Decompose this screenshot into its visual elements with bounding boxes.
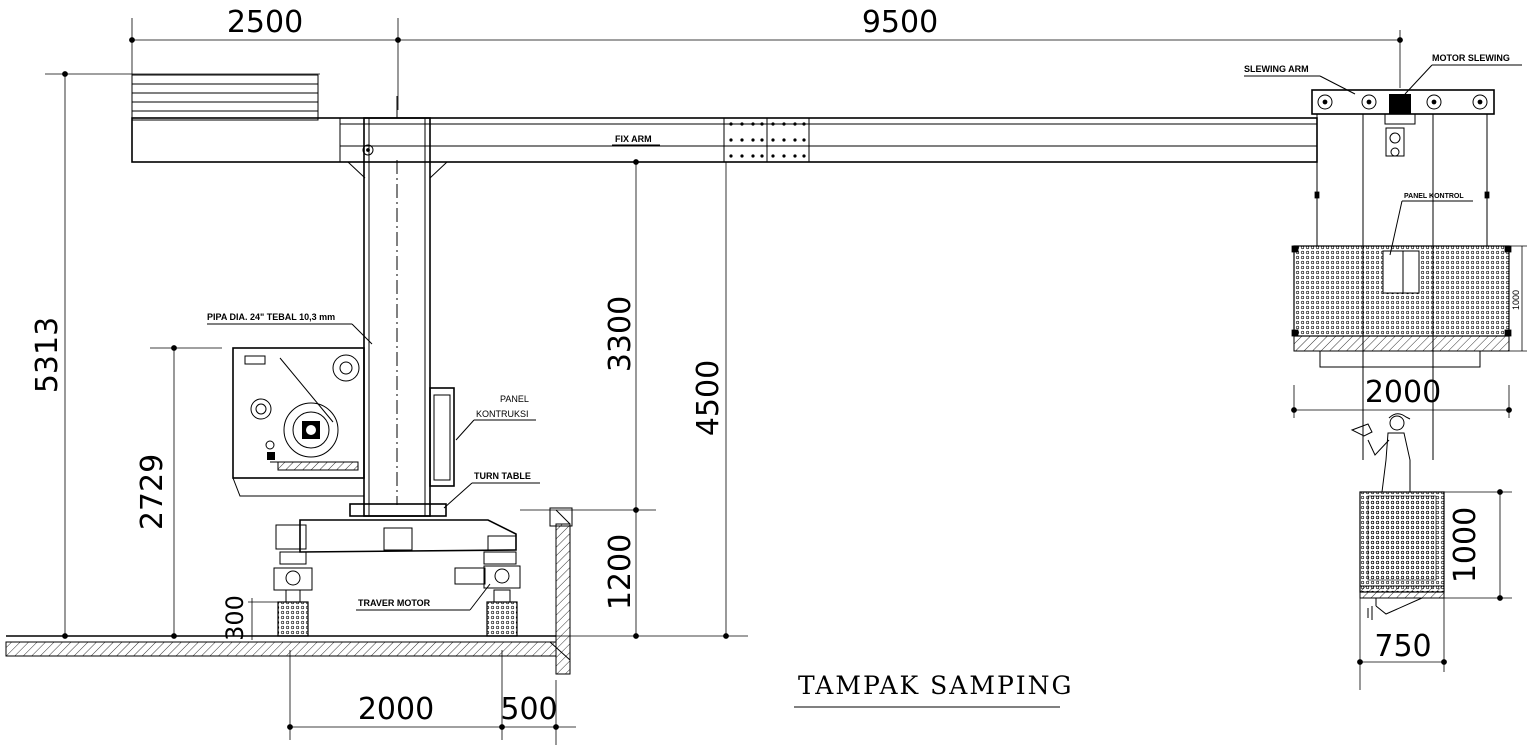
splice-bolts — [729, 122, 806, 158]
dim-height-foot: 300 — [221, 595, 280, 641]
dim-height-arm: 4500 — [691, 162, 729, 639]
gondola-front: PANEL KONTROL 1000 2000 — [1291, 191, 1527, 418]
motor-slewing-label: MOTOR SLEWING — [1432, 53, 1510, 63]
counterweight — [131, 74, 319, 121]
gondola-side: 1000 750 — [1350, 413, 1512, 690]
dim-height-total: 5313 — [30, 71, 320, 639]
rail-foundations — [277, 601, 518, 637]
dim-2729: 2729 — [135, 454, 170, 530]
panel-label-line2: KONTRUKSI — [476, 409, 529, 419]
dim-300: 300 — [221, 595, 249, 641]
ground-slab — [5, 507, 573, 675]
dim-5313: 5313 — [30, 317, 65, 393]
panel-label-line1: PANEL — [500, 394, 529, 404]
fix-arm-label: FIX ARM — [615, 134, 652, 144]
dim-1200: 1200 — [603, 534, 638, 610]
fix-arm: FIX ARM — [131, 117, 1318, 179]
turn-table-label: TURN TABLE — [474, 471, 531, 481]
dim-height-motor: 2729 — [135, 345, 222, 639]
dim-gondola-side-height: 1000 — [1448, 507, 1483, 583]
winch-unit — [232, 347, 365, 497]
drawing-title: TAMPAK SAMPING — [794, 671, 1074, 708]
dim-9500: 9500 — [862, 5, 938, 40]
pipe-label: PIPA DIA. 24" TEBAL 10,3 mm — [207, 312, 335, 322]
base-carriage: TRAVER MOTOR — [273, 519, 521, 611]
panel-konstruksi: PANEL KONTRUKSI — [429, 387, 536, 487]
turn-table: TURN TABLE — [349, 471, 540, 517]
column — [363, 96, 431, 517]
title-text: TAMPAK SAMPING — [798, 671, 1074, 700]
dim-base-width: 2000 500 — [287, 650, 576, 745]
dim-4500: 4500 — [691, 360, 726, 436]
dim-gondola-height: 1000 — [1511, 290, 1521, 310]
dim-2500: 2500 — [227, 5, 303, 40]
dim-gondola-depth: 750 — [1374, 629, 1431, 664]
slewing-arm: SLEWING ARM MOTOR SLEWING — [1244, 53, 1522, 460]
dim-height-column: 3300 1200 — [520, 159, 656, 639]
dim-gondola-width: 2000 — [1365, 375, 1441, 410]
pipe-callout: PIPA DIA. 24" TEBAL 10,3 mm — [207, 312, 373, 345]
slewing-arm-label: SLEWING ARM — [1244, 64, 1309, 74]
panel-kontrol-label: PANEL KONTROL — [1404, 193, 1464, 200]
worker-figure — [1350, 413, 1411, 493]
top-dimension: 2500 9500 — [129, 5, 1403, 110]
dim-2000: 2000 — [358, 692, 434, 727]
dim-500: 500 — [500, 692, 557, 727]
dim-3300: 3300 — [603, 296, 638, 372]
traver-motor-label: TRAVER MOTOR — [358, 598, 431, 608]
